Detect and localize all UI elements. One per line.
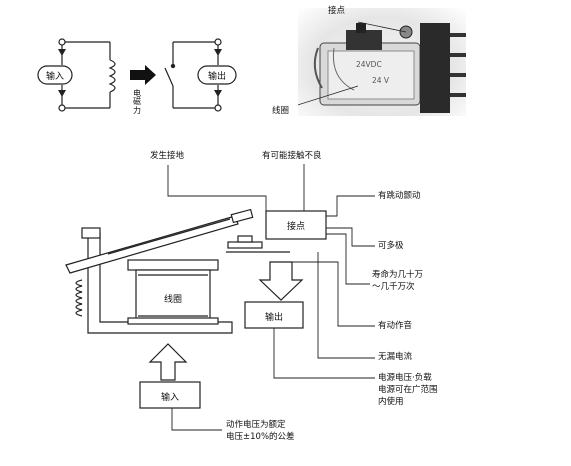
schematic-output-label: 输出 <box>207 72 226 82</box>
schematic-coil-label: 电磁力 <box>133 89 141 115</box>
switch-symbol <box>164 67 174 87</box>
input-circuit <box>58 38 116 112</box>
multipole-label: 可多极 <box>378 241 404 251</box>
contact-box <box>265 210 327 240</box>
input-box <box>37 65 73 85</box>
leakage-label: 无漏电流 <box>378 352 413 362</box>
coil-symbol <box>108 59 116 93</box>
relay-photo-drawing <box>298 21 466 113</box>
leader-lines <box>167 164 375 431</box>
relay-mechanism <box>65 164 375 431</box>
relay-schematic <box>37 38 237 112</box>
life-label-1: 寿命为几十万 <box>372 270 424 280</box>
photo-rating-2: 24 V <box>372 76 390 85</box>
photo-rating-1: 24VDC <box>356 60 382 69</box>
schematic-input-label: 输入 <box>45 72 64 82</box>
noise-label: 有动作音 <box>378 321 413 331</box>
photo-contact-label: 接点 <box>328 6 346 16</box>
output-box <box>197 65 237 85</box>
armature <box>65 215 239 274</box>
tolerance-label-2: 电压±10%的公差 <box>226 432 295 442</box>
photo-coil-label: 线圈 <box>272 106 290 116</box>
input-box-label: 输入 <box>160 393 179 403</box>
supply-label-3: 内使用 <box>378 397 404 407</box>
poor-contact-label: 有可能接触不良 <box>262 151 322 161</box>
contact-box-label: 接点 <box>286 222 305 232</box>
output-circuit <box>164 38 222 112</box>
life-label-2: ～几千万次 <box>372 282 415 292</box>
supply-label-2: 电源可在广范围 <box>378 385 438 395</box>
input-box <box>139 381 201 409</box>
coil-body <box>135 269 211 323</box>
arrow-right-icon <box>130 65 156 85</box>
moving-contact <box>227 241 263 249</box>
return-spring <box>75 279 83 317</box>
coil-box-label: 线圈 <box>163 295 182 305</box>
grounding-label: 发生接地 <box>150 151 185 161</box>
supply-label-1: 电源电压·负载 <box>378 373 432 383</box>
tolerance-label-1: 动作电压为额定 <box>226 420 286 430</box>
bounce-label: 有跳动颤动 <box>378 191 421 201</box>
output-box-label: 输出 <box>264 313 283 323</box>
arrow-down-icon <box>258 261 304 301</box>
arrow-up-icon <box>148 343 188 381</box>
